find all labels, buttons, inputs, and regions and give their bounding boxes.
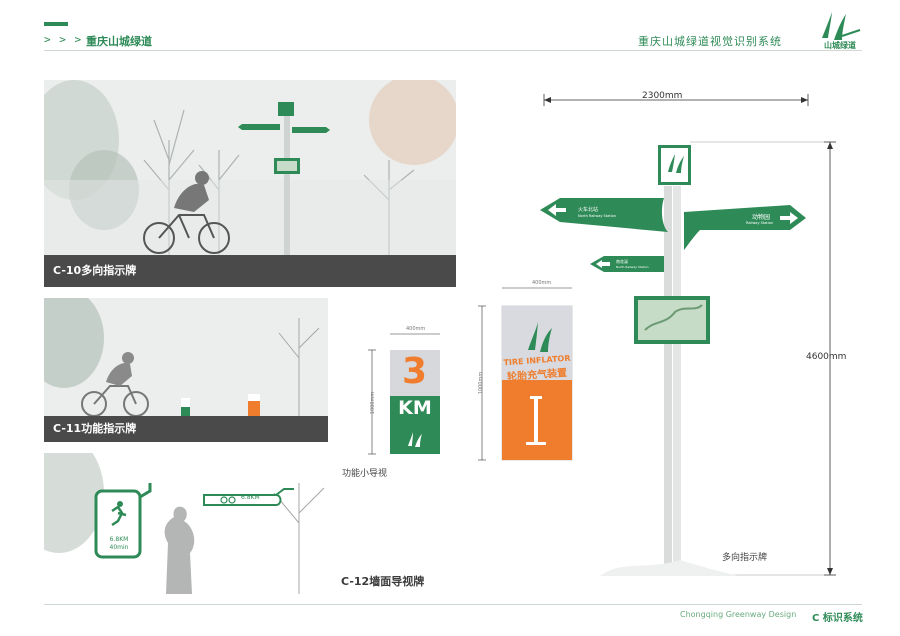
mid-height-dimension: 1000mm: [478, 371, 485, 395]
arrow-left-top-en: North Railway Station: [578, 214, 616, 218]
arrow-left-low-cn: 南花溪: [616, 259, 628, 264]
header-divider: [44, 50, 862, 51]
c11-photo-panel: C-11功能指示牌: [44, 298, 328, 442]
header-title: 重庆山城绿道视觉识别系统: [638, 35, 782, 48]
footer-english: Chongqing Greenway Design: [680, 610, 797, 619]
c12-distance: 6.8KM: [109, 536, 129, 543]
small-width-dimension: 400mm: [406, 326, 426, 332]
width-dimension: 2300mm: [642, 91, 683, 101]
header-subtitle: 重庆山城绿道: [86, 35, 152, 48]
c12-sign-text: 6.8KM 40min: [99, 536, 139, 552]
small-sign-number: 3: [402, 351, 428, 392]
c12-time: 40min: [109, 544, 129, 551]
small-sign-unit: KM: [398, 397, 432, 419]
c12-caption: C-12墙面导视牌: [341, 575, 425, 588]
footer-divider: [44, 604, 862, 605]
c11-caption: C-11功能指示牌: [44, 416, 328, 442]
header-chevrons: > > >: [44, 33, 83, 46]
arrow-left-top-cn: 火车北站: [578, 207, 599, 213]
greenway-logo-icon: [822, 12, 861, 40]
main-sign-label: 多向指示牌: [722, 553, 768, 563]
mid-width-dimension: 400mm: [532, 280, 552, 286]
c12-photo-panel: 6.8KM 40min 6.8KM: [44, 453, 328, 594]
height-dimension: 4600mm: [806, 352, 847, 362]
c12-scene-illustration: [44, 453, 328, 594]
arrow-left-low-en: North Railway Station: [616, 265, 649, 269]
c10-photo-panel: C-10多向指示牌: [44, 80, 456, 287]
small-sign-label: 功能小导视: [342, 469, 388, 479]
footer-chinese: C 标识系统: [812, 613, 863, 624]
header-accent-bar: [44, 22, 68, 26]
arrow-right-cn: 动物园: [752, 214, 771, 221]
c12-bar-text: 6.8KM: [241, 494, 260, 501]
small-height-dimension: 1000mm: [370, 391, 377, 415]
c10-caption: C-10多向指示牌: [44, 255, 456, 287]
arrow-right-en: Railway Station: [746, 221, 774, 225]
c10-scene-illustration: [44, 80, 456, 287]
sign-elevation-drawing: [368, 94, 836, 576]
logo-text: 山城绿道: [824, 41, 856, 50]
